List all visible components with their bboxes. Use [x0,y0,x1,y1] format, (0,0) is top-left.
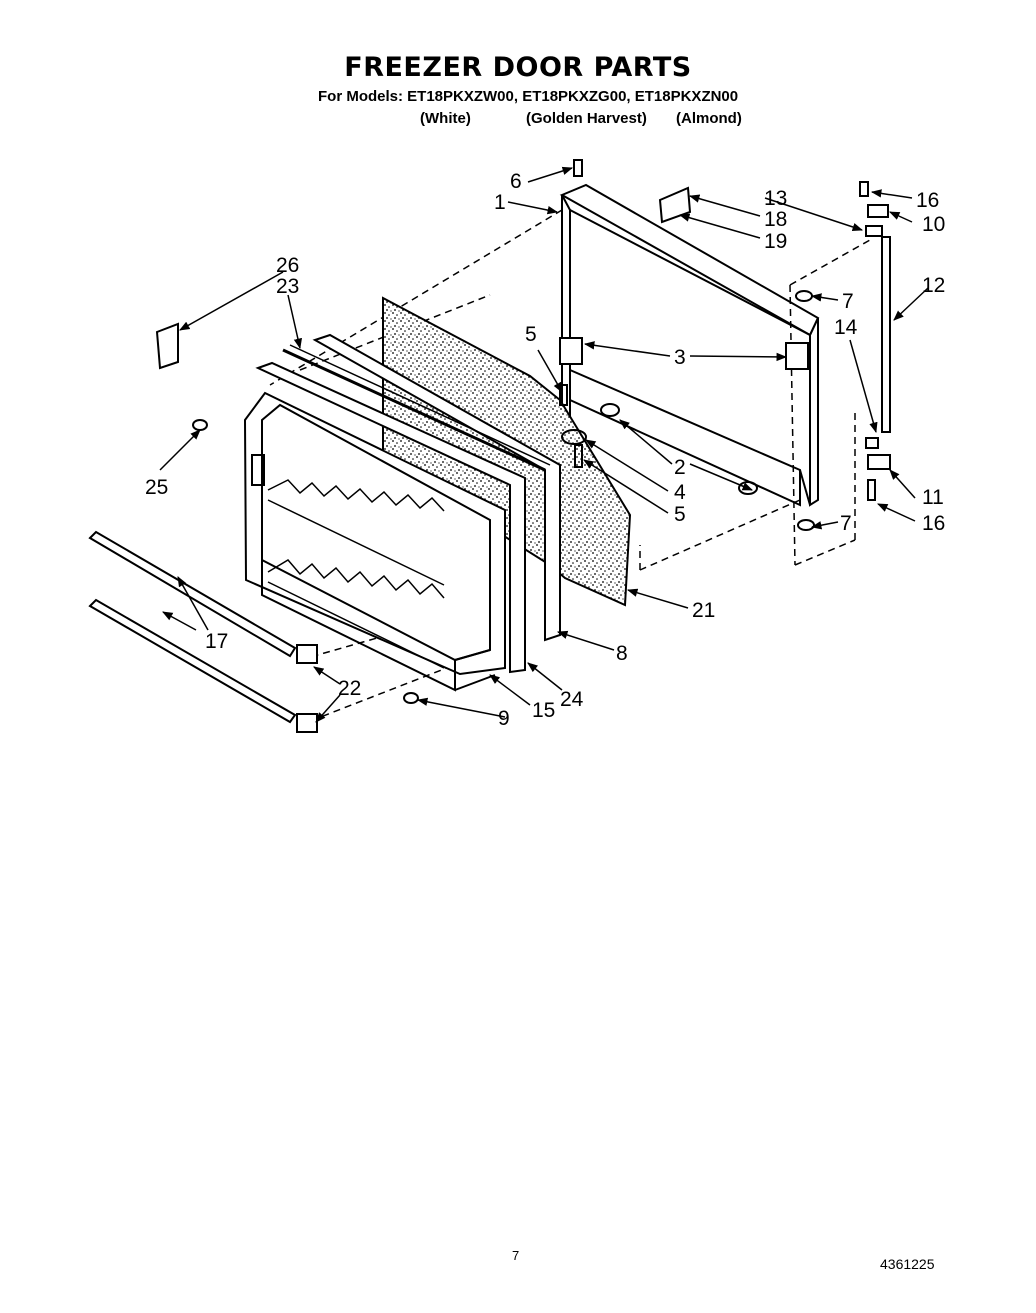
callout-23: 23 [276,275,299,298]
callout-6: 6 [510,170,522,193]
hinge-washer-13 [865,225,883,237]
hinge-bracket-11 [867,454,891,470]
callout-9: 9 [498,707,510,730]
color-almond: (Almond) [676,110,742,127]
screws [192,159,876,704]
hinge-bushing-10 [867,204,889,218]
inner-liner [243,391,506,692]
callout-25: 25 [145,476,168,499]
trim-strip-lower [88,598,297,724]
callout-22: 22 [338,677,361,700]
page-title: FREEZER DOOR PARTS [344,52,692,83]
callout-21: 21 [692,599,715,622]
page-number: 7 [512,1248,520,1263]
hinge-pin-12 [881,236,891,433]
callout-8: 8 [616,642,628,665]
end-cap-upper [296,644,318,664]
gasket [255,361,526,674]
callout-5-bottom: 5 [674,503,686,526]
color-white: (White) [420,110,471,127]
callout-7-bottom: 7 [840,512,852,535]
callout-2: 2 [674,456,686,479]
callout-labels: 6 1 13 18 19 16 10 12 7 14 3 5 2 4 5 11 … [145,170,945,730]
end-cap-lower [296,713,318,733]
bracket-26 [155,322,179,370]
callout-14: 14 [834,316,858,339]
callout-18: 18 [764,208,787,231]
callout-11: 11 [922,486,944,509]
color-golden-harvest: (Golden Harvest) [526,110,647,127]
callout-19: 19 [764,230,787,253]
callout-15: 15 [532,699,555,722]
callout-13: 13 [764,187,787,210]
callout-17: 17 [205,630,228,653]
callout-16-bottom: 16 [922,512,945,535]
callout-26: 26 [276,254,299,277]
callout-3: 3 [674,346,686,369]
callout-16-top: 16 [916,189,939,212]
models-line: For Models: ET18PKXZW00, ET18PKXZG00, ET… [318,88,739,105]
hinge-part-14 [865,437,879,449]
document-id: 4361225 [880,1256,935,1272]
callout-5-top: 5 [525,323,537,346]
trim-strip-upper [88,530,297,658]
callout-7-top: 7 [842,290,854,313]
callout-4: 4 [674,481,686,504]
callout-1: 1 [494,191,506,214]
callout-24: 24 [560,688,584,711]
callout-12: 12 [922,274,945,297]
callout-10: 10 [922,213,945,236]
